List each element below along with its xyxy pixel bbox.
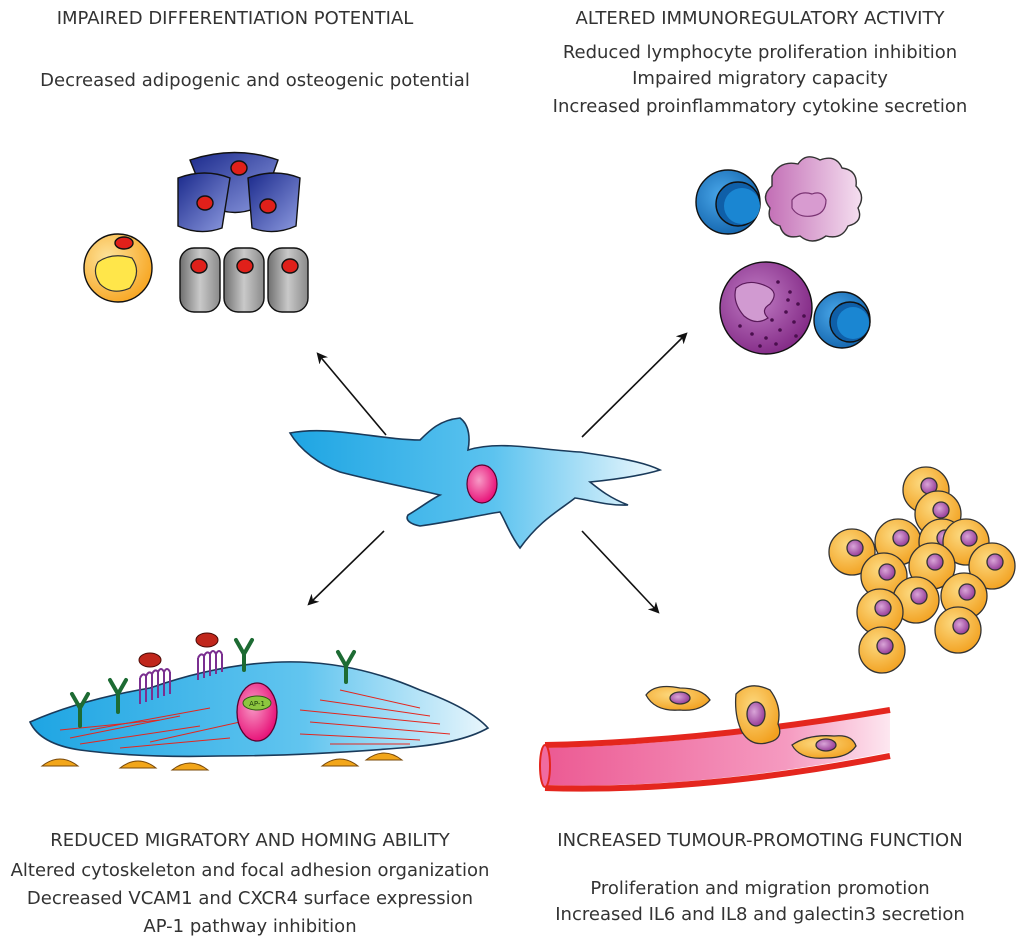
differentiation-line-1: Decreased adipogenic and osteogenic pote… <box>40 70 470 91</box>
integrins <box>139 650 223 704</box>
migrating-msc-nucleus <box>236 682 278 742</box>
migratory-line-1: Altered cytoskeleton and focal adhesion … <box>10 860 490 881</box>
osteoblast-cluster <box>177 151 301 233</box>
migratory-line-2: Decreased VCAM1 and CXCR4 surface expres… <box>26 888 474 909</box>
granulocyte <box>719 261 813 355</box>
arrow-to-tumour <box>581 530 660 614</box>
tumour-line-2: Increased IL6 and IL8 and galectin3 secr… <box>555 904 965 925</box>
migratory-heading: REDUCED MIGRATORY AND HOMING ABILITY <box>50 830 450 851</box>
stress-fibers <box>59 689 451 749</box>
tumour-line-1: Proliferation and migration promotion <box>590 878 930 899</box>
arrows <box>307 332 688 614</box>
immunoregulatory-heading: ALTERED IMMUNOREGULATORY ACTIVITY <box>575 8 945 29</box>
chondrocyte-row <box>179 247 309 313</box>
migrating-msc-cell: AP-1 <box>28 661 490 758</box>
tumour-cell-nucleus <box>892 529 910 547</box>
macrophage <box>764 156 863 242</box>
ligands <box>138 632 219 668</box>
focal-adhesions <box>40 752 404 771</box>
tumour-cell-nucleus <box>846 539 864 557</box>
central-msc-nucleus <box>466 464 498 504</box>
differentiation-heading: IMPAIRED DIFFERENTIATION POTENTIAL <box>56 8 414 29</box>
tumour-cell-nucleus <box>932 501 950 519</box>
tumour-cell-nucleus <box>874 599 892 617</box>
arrow-to-differentiation <box>316 352 387 436</box>
central-msc-cell <box>288 417 663 550</box>
granules <box>738 280 806 348</box>
ap1-label: AP-1 <box>249 700 265 708</box>
tumour-cell-nucleus <box>960 529 978 547</box>
lymphocyte-2 <box>813 291 871 349</box>
tumour-cell-cluster <box>828 466 1016 674</box>
arrow-to-immunoregulatory <box>581 332 688 438</box>
adipocyte <box>83 233 153 303</box>
tumour-cell-nucleus <box>926 553 944 571</box>
tumour-cell-nucleus <box>878 563 896 581</box>
lymphocyte-1 <box>695 169 761 235</box>
tumour-cell-nucleus <box>986 553 1004 571</box>
surface-receptors <box>70 638 356 728</box>
arrow-to-migratory <box>307 530 385 606</box>
tumour-cell-nucleus <box>952 617 970 635</box>
tumour-cell-nucleus <box>876 637 894 655</box>
tumour-heading: INCREASED TUMOUR-PROMOTING FUNCTION <box>557 830 963 851</box>
migratory-line-3: AP-1 pathway inhibition <box>143 916 357 937</box>
tumour-cell-nucleus <box>958 583 976 601</box>
immunoregulatory-line-2: Impaired migratory capacity <box>632 68 888 89</box>
immunoregulatory-line-1: Reduced lymphocyte proliferation inhibit… <box>562 42 958 63</box>
immunoregulatory-line-3: Increased proinflammatory cytokine secre… <box>552 96 968 117</box>
blood-vessel <box>539 707 891 792</box>
migrating-tumour-cells <box>645 685 857 759</box>
ap1-factor <box>242 695 272 711</box>
tumour-cell-nucleus <box>910 587 928 605</box>
